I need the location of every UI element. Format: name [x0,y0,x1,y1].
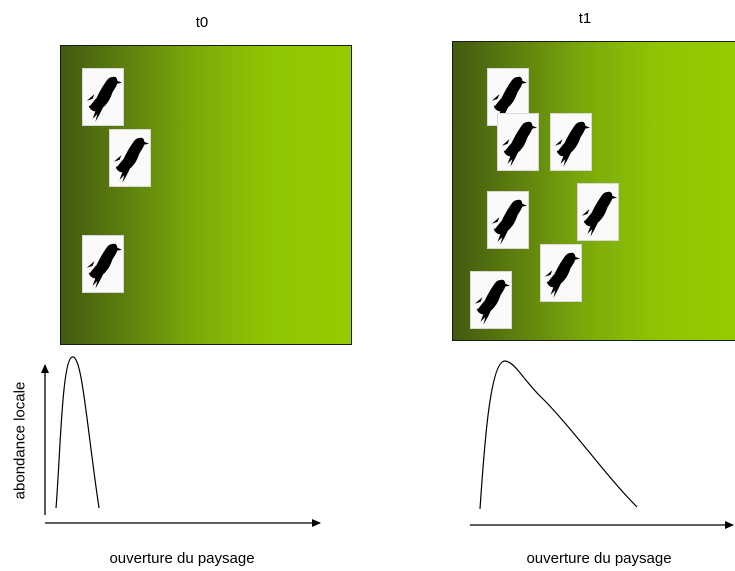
x-axis-label-t1: ouverture du paysage [479,550,719,567]
abundance-curve-t0 [56,357,99,508]
y-axis-label: abondance locale [12,361,29,521]
x-axis-label-t0: ouverture du paysage [62,550,302,567]
abundance-curve-t1 [480,361,637,509]
